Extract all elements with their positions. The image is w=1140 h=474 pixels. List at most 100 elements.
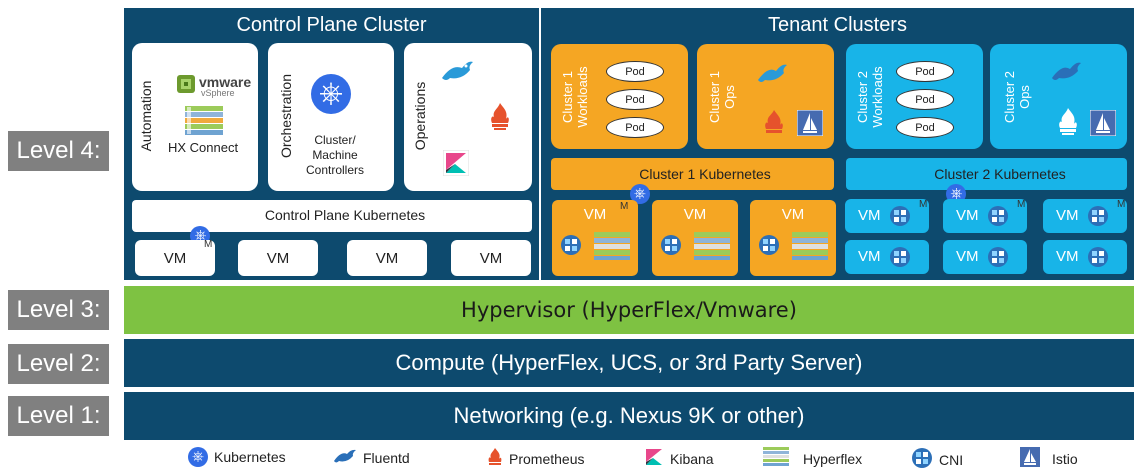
fluentd-icon [1050, 58, 1082, 91]
cluster-2-vm-5-label: VM [956, 248, 979, 265]
prometheus-icon [763, 108, 785, 141]
cluster-2-kubernetes-bar [846, 158, 1127, 190]
cluster-2-workloads-line-1: Cluster 2 [855, 70, 870, 124]
level-1-label: Level 1: [8, 396, 109, 436]
master-mark: M [1117, 199, 1126, 210]
legend-kibana: Kibana [644, 447, 714, 470]
master-mark: M [1017, 199, 1026, 210]
operations-label: Operations [412, 81, 428, 151]
cluster-2-vm-4 [845, 240, 929, 274]
cluster-2-vm-1-label: VM [858, 207, 881, 224]
controllers-line-3: Controllers [305, 163, 365, 177]
prometheus-icon [487, 447, 503, 470]
legend-prometheus-label: Prometheus [509, 450, 585, 467]
legend-hyperflex-label: Hyperflex [803, 450, 863, 467]
hyperflex-icon [594, 232, 630, 265]
level-3-label: Level 3: [8, 290, 109, 330]
control-plane-title: Control Plane Cluster [236, 14, 427, 36]
cni-icon [889, 246, 911, 273]
cluster-2-vm-3-label: VM [1056, 207, 1079, 224]
networking-band: Networking (e.g. Nexus 9K or other) [124, 392, 1134, 440]
control-plane-vm-2: VM [238, 240, 318, 276]
control-plane-vm-3: VM [347, 240, 427, 276]
hyperflex-icon [792, 232, 828, 265]
cluster-2-vm-3 [1043, 199, 1127, 233]
fluentd-icon [756, 60, 788, 93]
master-mark: M [919, 199, 928, 210]
legend-cni: CNI [911, 447, 963, 472]
legend-fluentd: Fluentd [333, 447, 410, 468]
control-plane-kubernetes-label: Control Plane Kubernetes [264, 207, 426, 223]
hypervisor-band: Hypervisor (HyperFlex/Vmware) [124, 286, 1134, 334]
kibana-icon [442, 149, 470, 181]
fluentd-icon [333, 447, 357, 468]
legend-prometheus: Prometheus [487, 447, 584, 470]
cluster-2-kubernetes-label: Cluster 2 Kubernetes [934, 166, 1066, 182]
tenant-clusters-title: Tenant Clusters [768, 14, 907, 36]
fluentd-icon [440, 56, 474, 91]
cni-icon [1087, 205, 1109, 232]
cluster-1-workloads-line-2: Workloads [575, 66, 590, 128]
cluster-1-ops-line-1: Cluster 1 [707, 70, 722, 124]
hyperflex-icon [185, 106, 223, 141]
legend-cni-label: CNI [939, 451, 964, 468]
cluster-1-ops-line-2: Ops [722, 85, 737, 109]
hx-connect-label: HX Connect [168, 140, 239, 155]
kubernetes-icon [629, 184, 650, 204]
cluster-1-workloads-line-1: Cluster 1 [560, 70, 575, 124]
cluster-2-vm-6-label: VM [1056, 248, 1079, 265]
cni-icon [758, 234, 780, 261]
cni-icon [911, 447, 933, 472]
legend-istio-label: Istio [1052, 450, 1078, 467]
vsphere-icon [177, 75, 195, 93]
vsphere-label: vSphere [201, 88, 235, 98]
hyperflex-icon [694, 232, 730, 265]
cluster-2-vm-4-label: VM [858, 248, 881, 265]
control-plane-vm-1: VM [135, 240, 215, 276]
cluster-1-kubernetes-bar [551, 158, 834, 190]
legend-istio: Istio [1020, 447, 1078, 470]
controllers-line-2: Machine [312, 148, 358, 162]
prometheus-icon [1056, 106, 1080, 141]
cluster-1-kubernetes-label: Cluster 1 Kubernetes [639, 166, 771, 182]
cni-icon [889, 205, 911, 232]
kubernetes-icon [188, 447, 208, 467]
level-4-label: Level 4: [8, 131, 109, 171]
cni-icon [987, 246, 1009, 273]
vmware-brand: vmware [199, 74, 252, 90]
controllers-line-1: Cluster/ [314, 133, 356, 147]
cluster-2-vm-5 [943, 240, 1027, 274]
legend-kubernetes-label: Kubernetes [214, 449, 286, 465]
pod: Pod [896, 89, 954, 110]
legend-fluentd-label: Fluentd [363, 449, 410, 466]
master-mark: M [204, 239, 213, 250]
cluster-2-ops-line-1: Cluster 2 [1002, 70, 1017, 124]
cluster-2-vm-2 [943, 199, 1027, 233]
automation-label: Automation [138, 80, 154, 152]
control-plane-vm-4: VM [451, 240, 531, 276]
cni-icon [987, 205, 1009, 232]
cni-icon [660, 234, 682, 261]
legend-kibana-label: Kibana [670, 450, 714, 467]
orchestration-card [268, 43, 394, 191]
cluster-2-vm-2-label: VM [956, 207, 979, 224]
legend-hyperflex: Hyperflex [763, 447, 862, 470]
cluster-2-ops-line-2: Ops [1017, 85, 1032, 109]
compute-band: Compute (HyperFlex, UCS, or 3rd Party Se… [124, 339, 1134, 387]
pod: Pod [606, 117, 664, 138]
kibana-icon [644, 447, 664, 470]
level-2-label: Level 2: [8, 344, 109, 384]
istio-icon [1020, 447, 1040, 470]
prometheus-icon [488, 101, 512, 136]
kubernetes-icon [311, 74, 351, 114]
orchestration-label: Orchestration [278, 73, 294, 159]
istio-icon [796, 109, 824, 141]
pod: Pod [606, 89, 664, 110]
cni-icon [1087, 246, 1109, 273]
pod: Pod [896, 117, 954, 138]
master-mark: M [620, 201, 629, 212]
cni-icon [560, 234, 582, 261]
cluster-2-vm-1 [845, 199, 929, 233]
cluster-2-vm-6 [1043, 240, 1127, 274]
pod: Pod [896, 61, 954, 82]
